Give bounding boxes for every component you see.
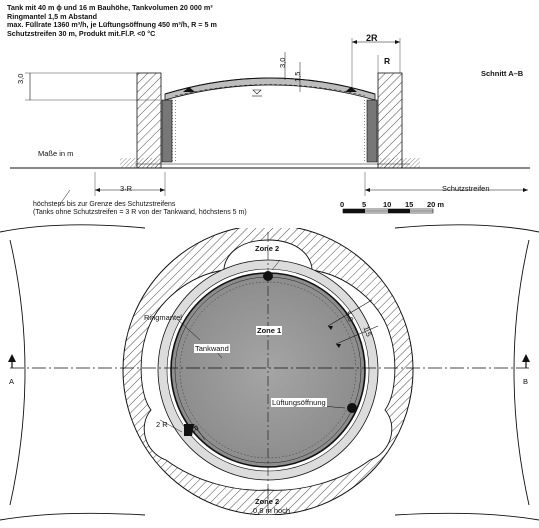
vent-left-icon [184,424,194,436]
scale-tick-15: 15 [405,200,414,209]
dim-3r-label: 3·R [120,184,133,193]
header-line-2: Ringmantel 1,5 m Abstand [7,11,97,21]
scale-bar [342,208,434,214]
section-marker-b: B [523,377,529,386]
header-line-1: Tank mit 40 m ϕ und 16 m Bauhöhe, Tankvo… [7,3,213,12]
ringmantel-label: Ringmantel [144,313,182,322]
zone2-top-label: Zone 2 [255,244,280,253]
zone1-label: Zone 1 [256,326,283,335]
scale-tick-0: 0 [340,200,345,209]
note-line-2: (Tanks ohne Schutzstreifen = 3 R von der… [33,209,247,216]
scale-tick-20: 20 m [427,200,445,209]
schutzstreifen-label: Schutzstreifen [442,184,490,193]
dim-15-top-label: 1,5 [293,71,302,82]
header-block: Tank mit 40 m ϕ und 16 m Bauhöhe, Tankvo… [7,3,217,38]
plan-view [0,224,539,521]
header-line-3: max. Füllrate 1360 m³/h, je Lüftungsöffn… [7,20,217,30]
zone2-height-label: 0,8 m hoch [253,506,291,515]
section-marker-a: A [9,377,15,386]
section-title: Schnitt A–B [481,69,524,78]
dim-30-top-label: 3,0 [278,57,287,68]
note-line-1: höchstens bis zur Grenze des Schutzstrei… [33,201,176,208]
dim-r-label: R [384,56,391,66]
header-line-4: Schutzstreifen 30 m, Produkt mit.Fl.P. <… [7,28,156,38]
dim-2r-label: 2R [366,33,378,43]
zone2-bottom-label: Zone 2 [255,497,280,506]
section-view [10,38,530,208]
dim-30-left-label: 3,0 [16,73,25,84]
lueftung-label: Lüftungsöffnung [271,398,327,407]
dim-2r-plan-label: 2 R [156,420,168,429]
vent-right-icon [347,403,357,413]
units-label: Maße in m [38,149,74,158]
scale-tick-10: 10 [383,200,392,209]
tankwand-label: Tankwand [194,344,230,353]
scale-tick-5: 5 [362,200,367,209]
